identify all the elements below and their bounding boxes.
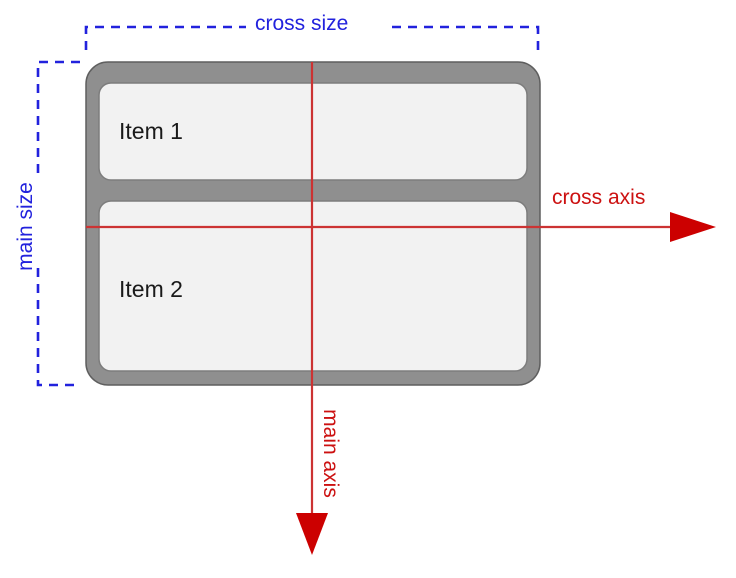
cross-axis-arrowhead (670, 212, 716, 242)
main-size-bracket-top (36, 60, 80, 180)
flex-item-1-label: Item 1 (119, 118, 183, 144)
main-axis-label: main axis (318, 409, 342, 498)
main-size-label: main size (13, 182, 37, 271)
cross-axis-arrow (86, 212, 716, 242)
main-axis-arrowhead (296, 513, 328, 555)
cross-axis-label: cross axis (552, 186, 646, 209)
main-size-bracket-bottom (36, 268, 80, 387)
main-axis-arrow (296, 62, 328, 555)
cross-size-bracket-right (392, 25, 540, 50)
flex-item-2-label: Item 2 (119, 276, 183, 302)
main-size-bracket (36, 60, 80, 387)
cross-size-bracket-left (84, 25, 246, 50)
cross-size-label: cross size (255, 12, 349, 35)
cross-size-bracket (84, 25, 540, 50)
